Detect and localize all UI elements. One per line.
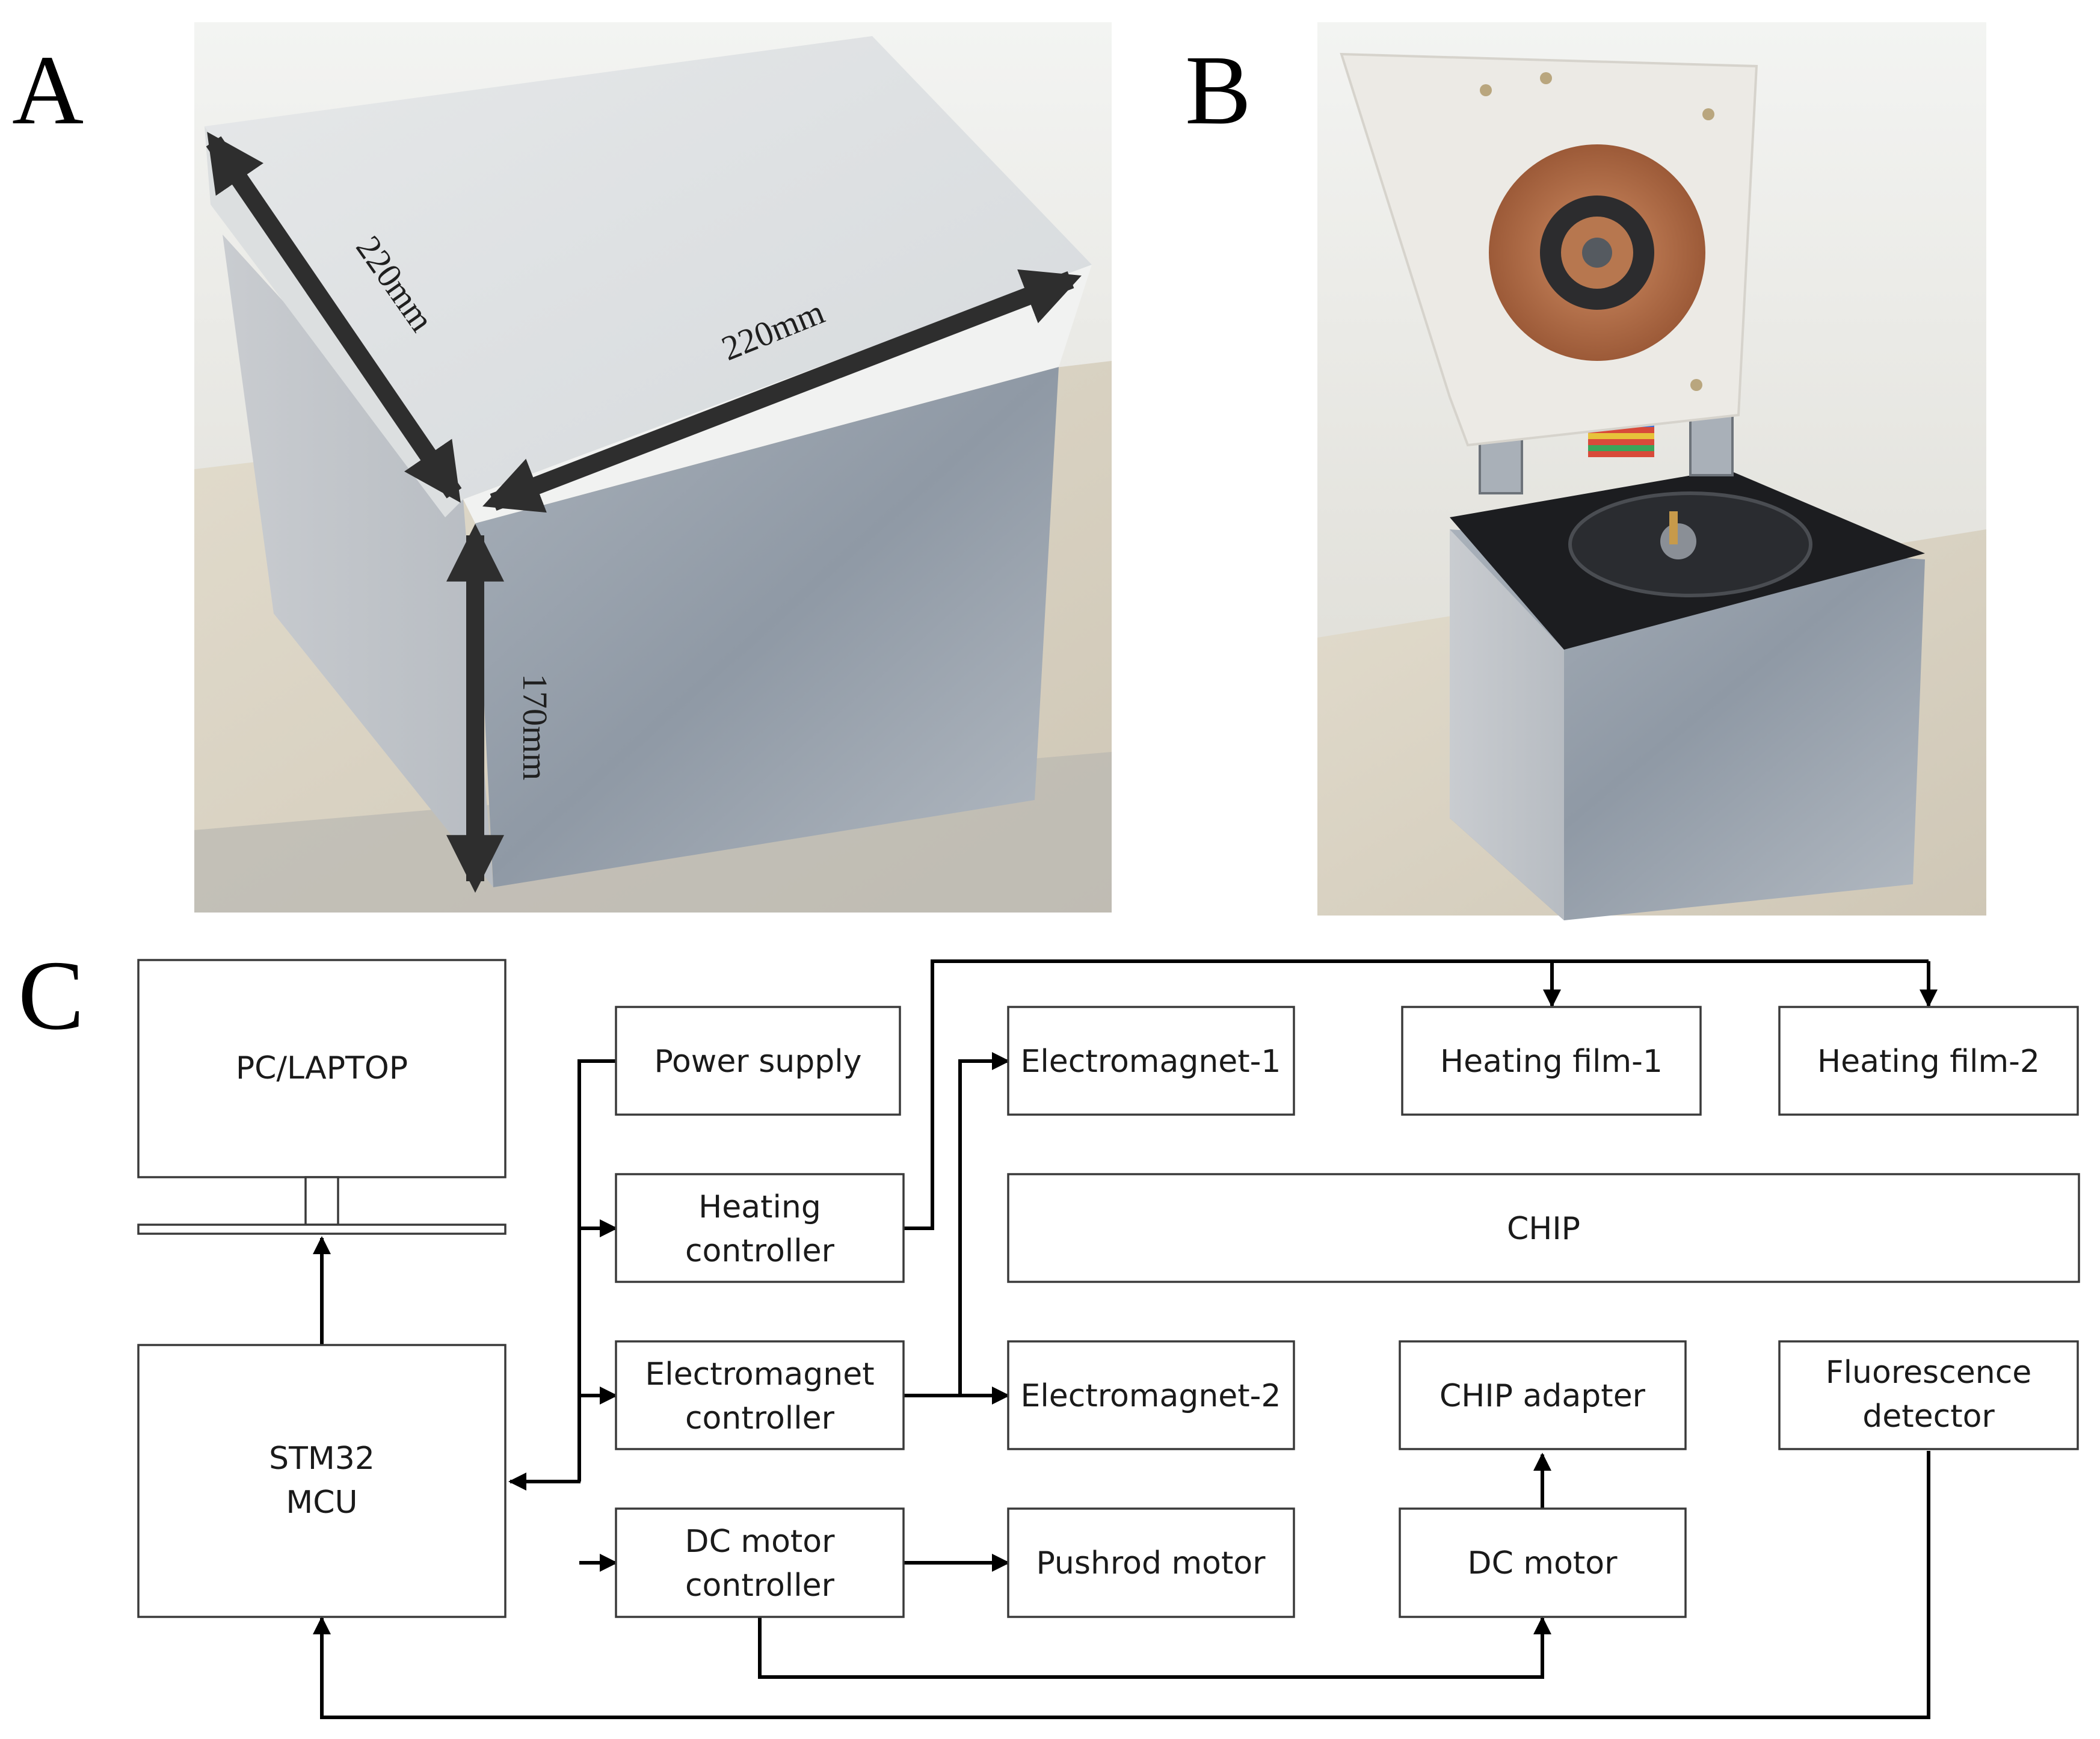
heating-controller-bus-line (904, 959, 1929, 1230)
dc-motor-controller-label-line-1: DC motor (685, 1524, 836, 1560)
pc-laptop-label: PC/LAPTOP (236, 1050, 408, 1086)
photo-b-device-open (1317, 22, 1986, 920)
stm32-mcu-node: STM32 MCU (137, 1344, 507, 1618)
panel-label-c: C (18, 940, 84, 1050)
dimension-height-label: 170mm (516, 674, 555, 780)
electromagnet-2-label: Electromagnet-2 (1020, 1378, 1281, 1414)
detector-to-mcu-arrow (313, 1451, 1930, 1719)
heating-film-2-node: Heating film-2 (1778, 1006, 2079, 1116)
mcu-label-line-2: MCU (286, 1485, 357, 1521)
electromagnet-1-label: Electromagnet-1 (1020, 1044, 1281, 1080)
pc-laptop-node: PC/LAPTOP (137, 959, 507, 1235)
chip-adapter-label: CHIP adapter (1440, 1378, 1646, 1414)
heating-film-2-label: Heating film-2 (1817, 1044, 2040, 1080)
dc-motor-controller-label-line-2: controller (685, 1568, 835, 1604)
chip-node: CHIP (1007, 1173, 2080, 1283)
heating-film-1-node: Heating film-1 (1401, 1006, 1702, 1116)
power-supply-label: Power supply (654, 1044, 861, 1080)
heating-controller-node: Heating controller (615, 1173, 905, 1283)
pushrod-motor-label: Pushrod motor (1036, 1545, 1266, 1581)
electromagnet-controller-label-line-2: controller (685, 1400, 835, 1436)
heating-film-1-label: Heating film-1 (1440, 1044, 1663, 1080)
chip-adapter-node: CHIP adapter (1399, 1340, 1687, 1450)
power-supply-node: Power supply (615, 1006, 901, 1116)
panel-label-b: B (1185, 35, 1251, 145)
heating-controller-label-line-2: controller (685, 1233, 835, 1269)
connectors (313, 959, 1938, 1719)
electromagnet-controller-label-line-1: Electromagnet (645, 1356, 874, 1393)
heating-controller-label-line-1: Heating (698, 1189, 821, 1225)
panel-label-a: A (12, 35, 84, 145)
photo-a-device-closed: 220mm 220mm 170mm (194, 22, 1112, 913)
block-diagram: PC/LAPTOP STM32 MCU Power supply Heating… (137, 959, 2080, 1719)
dc-motor-node: DC motor (1399, 1507, 1687, 1618)
fluorescence-detector-node: Fluorescence detector (1778, 1340, 2079, 1450)
fluorescence-detector-label-line-1: Fluorescence (1826, 1355, 2032, 1391)
pushrod-motor-node: Pushrod motor (1007, 1507, 1295, 1618)
dc-motor-controller-node: DC motor controller (615, 1507, 905, 1618)
electromagnet-1-node: Electromagnet-1 (1007, 1006, 1295, 1116)
mcu-label-line-1: STM32 (269, 1441, 375, 1477)
electromagnet-2-node: Electromagnet-2 (1007, 1340, 1295, 1450)
dc-motor-label: DC motor (1468, 1545, 1618, 1581)
electromagnet-controller-node: Electromagnet controller (615, 1340, 905, 1450)
power-bus-line (577, 1059, 616, 1482)
chip-label: CHIP (1507, 1211, 1580, 1247)
fluorescence-detector-label-line-2: detector (1862, 1399, 1995, 1435)
dc-controller-to-dc-motor-arrow (758, 1616, 1551, 1679)
